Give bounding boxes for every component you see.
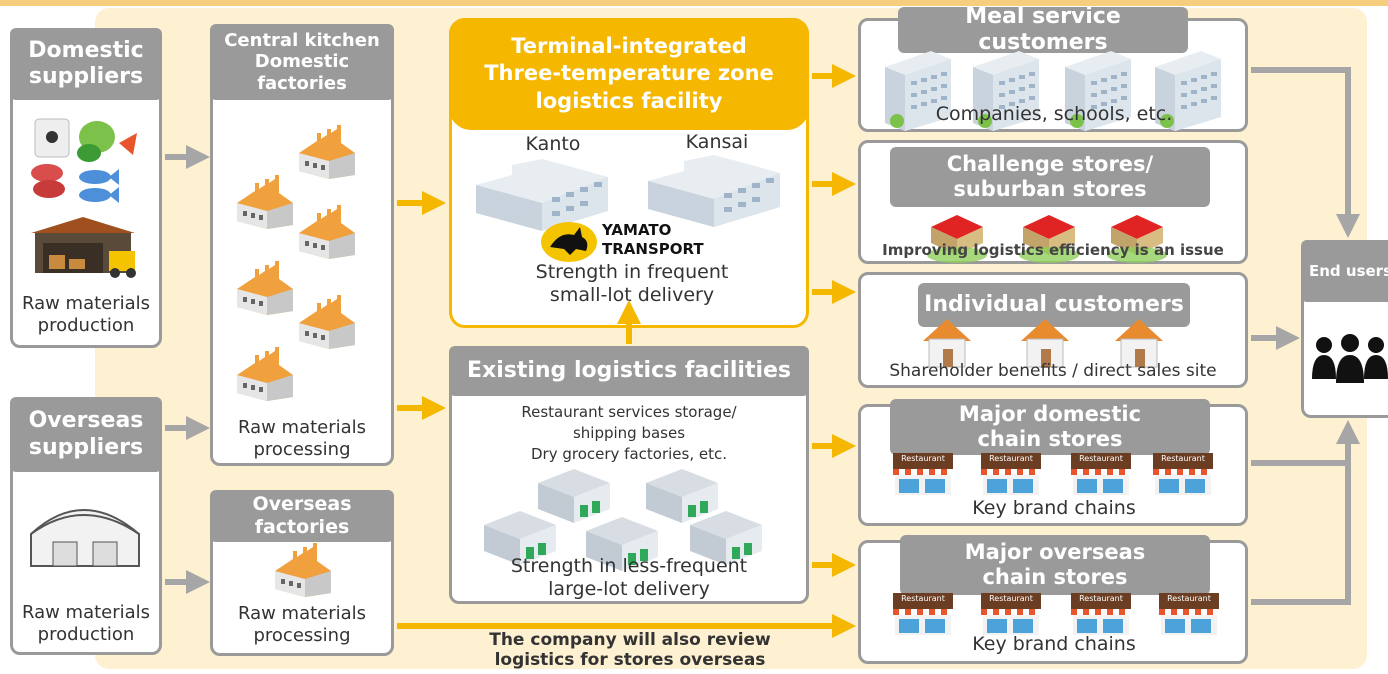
domestic-chain-caption: Key brand chains: [972, 497, 1136, 519]
yamato-brand-line2: TRANSPORT: [602, 240, 704, 258]
yamato-brand-line1: YAMATO: [602, 221, 672, 239]
domestic-suppliers-title: Domestic suppliers: [10, 28, 162, 100]
domestic-suppliers-caption: Raw materials production: [21, 293, 151, 336]
restaurant-sign: Restaurant: [989, 454, 1033, 463]
central-kitchen-title: Central kitchen Domestic factories: [210, 24, 394, 100]
existing-facilities-box: Existing logistics facilities Restaurant…: [449, 346, 809, 604]
existing-facilities-caption: Strength in less-frequent large-lot deli…: [510, 555, 748, 600]
end-users-title: End users: [1301, 240, 1388, 302]
challenge-stores-caption: Improving logistics efficiency is an iss…: [882, 241, 1224, 259]
kansai-facility-icon: [648, 155, 780, 227]
overseas-chain-caption: Key brand chains: [972, 633, 1136, 655]
domestic-chain-title: Major domestic chain stores: [890, 399, 1210, 455]
meal-service-caption: Companies, schools, etc.: [935, 103, 1173, 125]
people-group-icon: [1312, 334, 1388, 383]
overseas-factories-caption: Raw materials processing: [237, 603, 367, 646]
kanto-facility-icon: [476, 159, 608, 231]
restaurant-sign: Restaurant: [1161, 454, 1205, 463]
overseas-review-note: The company will also review logistics f…: [489, 630, 771, 671]
arrow-meal-to-end-users: [1251, 67, 1360, 238]
restaurant-sign: Restaurant: [989, 594, 1033, 603]
central-kitchen-box: Central kitchen Domestic factories Raw m…: [210, 24, 394, 466]
individual-customers-caption: Shareholder benefits / direct sales site: [889, 361, 1217, 381]
restaurant-sign: Restaurant: [901, 594, 945, 603]
restaurant-sign: Restaurant: [901, 454, 945, 463]
meal-service-box: Meal service customers Companies, school…: [858, 4, 1248, 132]
terminal-facility-caption: Strength in frequent small-lot delivery: [535, 261, 729, 306]
top-band: [0, 0, 1388, 6]
terminal-facility-title: Terminal-integrated Three-temperature zo…: [449, 18, 809, 130]
overseas-warehouse-icon: [30, 509, 140, 567]
restaurant-sign: Restaurant: [1079, 594, 1123, 603]
existing-facilities-title: Existing logistics facilities: [449, 346, 809, 396]
overseas-chain-title: Major overseas chain stores: [900, 535, 1210, 595]
arrow-chains-to-end-users: [1251, 420, 1360, 605]
existing-facilities-desc-2: shipping bases: [572, 424, 686, 442]
raw-food-icon: [31, 118, 137, 203]
challenge-stores-title: Challenge stores/ suburban stores: [890, 147, 1210, 207]
kanto-label: Kanto: [525, 133, 581, 155]
existing-facilities-desc-3: Dry grocery factories, etc.: [530, 445, 727, 463]
overseas-suppliers-caption: Raw materials production: [21, 602, 151, 645]
warehouse-forklift-icon: [31, 217, 136, 278]
domestic-chain-box: Major domestic chain stores Restaurant R…: [858, 399, 1248, 526]
kansai-label: Kansai: [685, 131, 749, 153]
overseas-suppliers-title: Overseas suppliers: [10, 397, 162, 472]
terminal-facility-box: Terminal-integrated Three-temperature zo…: [449, 18, 809, 328]
meal-service-title: Meal service customers: [898, 4, 1188, 55]
existing-facilities-desc-1: Restaurant services storage/: [521, 403, 737, 421]
overseas-factories-title: Overseas factories: [210, 490, 394, 542]
overseas-factories-box: Overseas factories Raw materials process…: [210, 490, 394, 656]
restaurant-sign: Restaurant: [1079, 454, 1123, 463]
restaurant-sign: Restaurant: [1167, 594, 1211, 603]
end-users-box: End users: [1301, 240, 1388, 418]
challenge-stores-box: Challenge stores/ suburban stores Improv…: [858, 140, 1248, 264]
individual-customers-box: Individual customers Shareholder benefit…: [858, 272, 1248, 388]
end-users-title-text: End users: [1309, 262, 1388, 280]
individual-customers-title: Individual customers: [918, 283, 1190, 327]
overseas-suppliers-box: Overseas suppliers Raw materials product…: [10, 397, 162, 655]
central-kitchen-caption: Raw materials processing: [237, 417, 367, 460]
yamato-cat-logo-icon: [541, 222, 597, 262]
domestic-suppliers-box: Domestic suppliers Raw materials product…: [10, 28, 162, 348]
overseas-chain-box: Major overseas chain stores Restaurant R…: [858, 535, 1248, 664]
